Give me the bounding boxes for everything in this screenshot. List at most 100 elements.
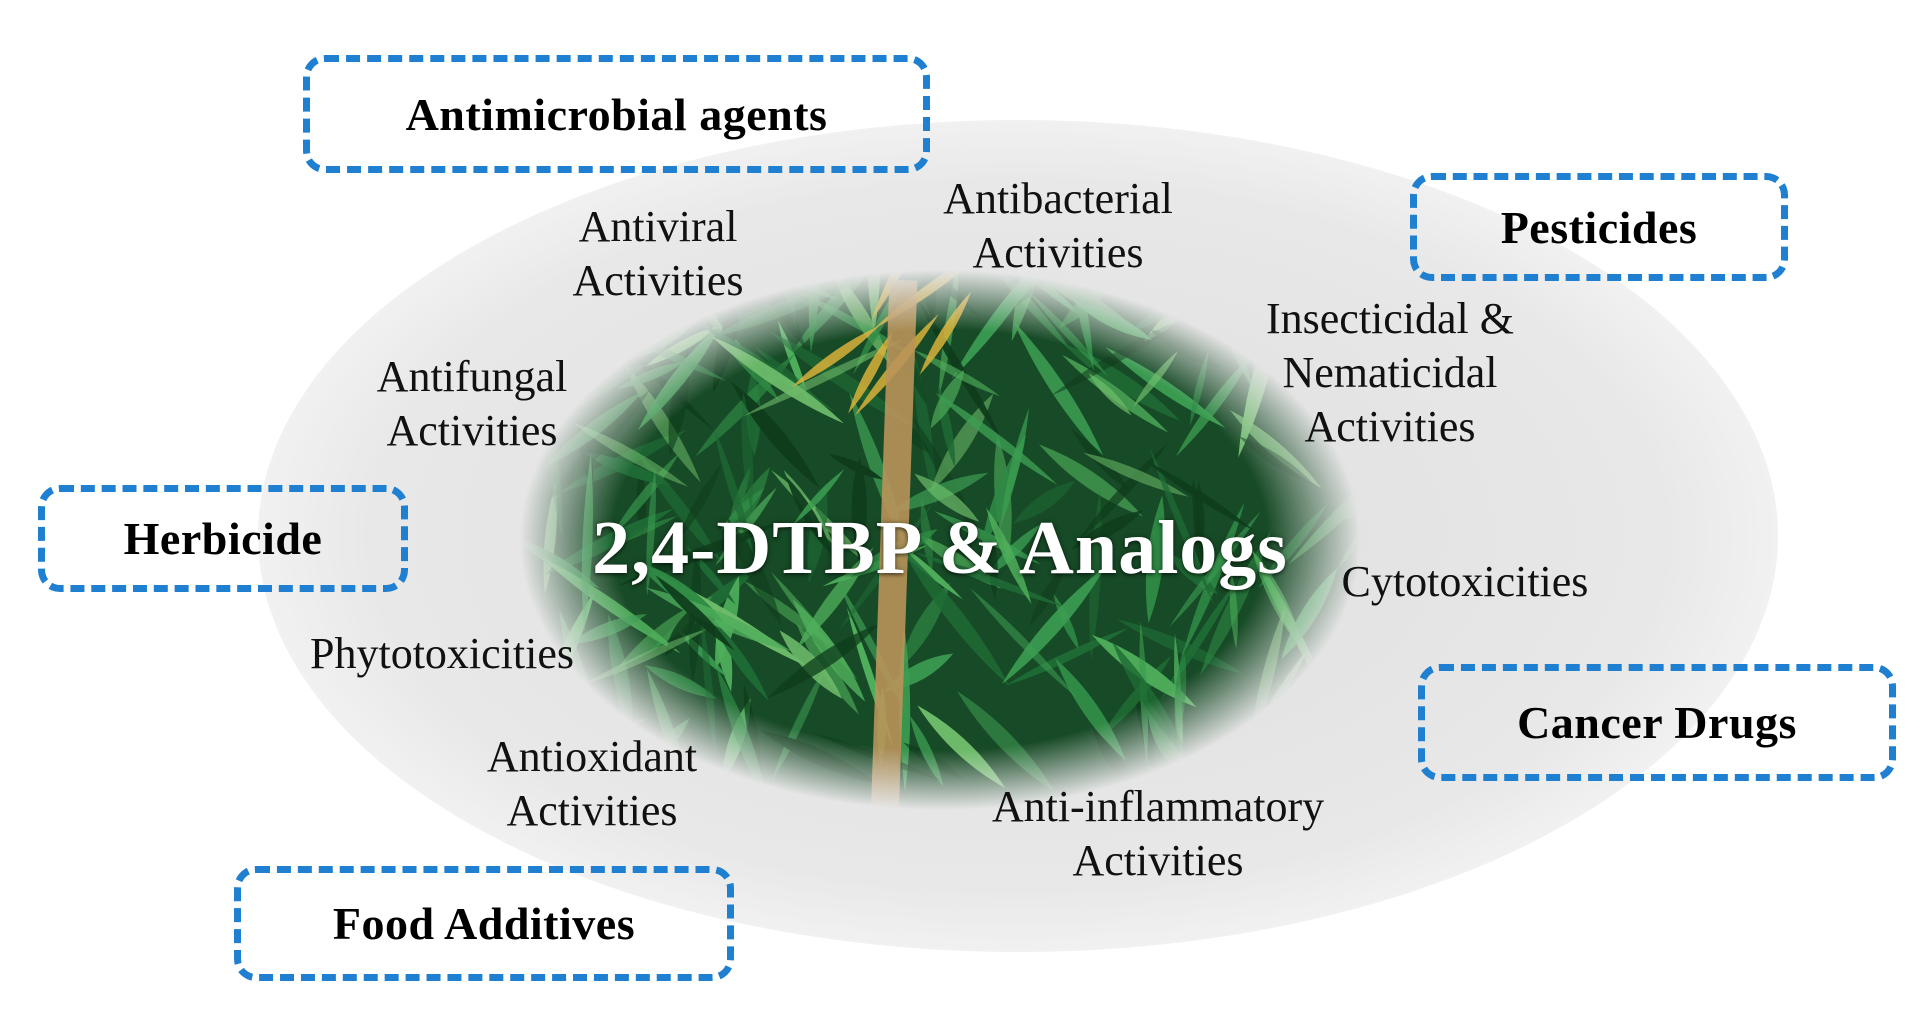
bamboo-leaf: [1258, 503, 1328, 589]
bamboo-leaf: [986, 507, 1032, 605]
antifungal-activities-label: Antifungal Activities: [376, 352, 568, 455]
bamboo-leaf: [1071, 510, 1144, 550]
bamboo-leaf: [544, 508, 674, 575]
bamboo-leaf: [713, 428, 753, 553]
bamboo-leaf: [1055, 658, 1126, 761]
bamboo-leaf: [808, 270, 821, 353]
pesticides-box: Pesticides: [1410, 173, 1788, 281]
food-additives-label: Food Additives: [332, 898, 636, 949]
bamboo-leaf: [769, 331, 915, 428]
bamboo-leaf: [795, 290, 911, 354]
bamboo-leaf: [1111, 641, 1192, 764]
bamboo-leaf: [608, 614, 633, 733]
bamboo-leaf: [793, 469, 845, 525]
bamboo-leaf: [917, 705, 1006, 789]
bamboo-leaf: [1250, 605, 1286, 748]
bamboo-leaf: [544, 391, 643, 467]
bamboo-leaf: [867, 270, 881, 335]
center-compound-title: 2,4-DTBP & Analogs: [592, 506, 1288, 590]
yellow-bamboo-leaf: [848, 331, 893, 414]
bamboo-leaf: [796, 623, 859, 715]
bamboo-leaf: [616, 361, 686, 390]
bamboo-leaf: [544, 389, 651, 503]
antimicrobial-agents-box: Antimicrobial agents: [303, 55, 930, 173]
bamboo-leaf: [1337, 456, 1360, 570]
bamboo-leaf: [934, 392, 1058, 486]
bamboo-leaf: [678, 464, 722, 540]
bamboo-leaf: [760, 730, 879, 785]
bamboo-leaf: [568, 614, 648, 645]
bamboo-leaf: [1288, 440, 1360, 565]
bamboo-leaf: [1145, 495, 1165, 624]
bamboo-leaf: [710, 335, 844, 424]
antiviral-activities-label: Antiviral Activities: [572, 202, 744, 305]
bamboo-leaf: [909, 715, 944, 787]
herbicide-box: Herbicide: [38, 485, 408, 592]
bamboo-leaf: [1092, 728, 1139, 798]
bamboo-leaf: [1073, 301, 1153, 340]
bamboo-leaf: [1174, 647, 1187, 741]
antioxidant-activities-label: Antioxidant Activities: [486, 732, 698, 835]
bamboo-stalk: [870, 279, 918, 810]
bamboo-leaf: [914, 473, 980, 522]
anti-inflammatory-activities-label: Anti-inflammatory Activities: [991, 782, 1325, 885]
bamboo-leaf: [829, 270, 892, 366]
bamboo-leaf: [572, 422, 689, 487]
antibacterial-activities-label: Antibacterial Activities: [943, 174, 1173, 277]
insecticidal-nematicidal-activities-label: Insecticidal & Nematicidal Activities: [1265, 294, 1515, 451]
bamboo-leaf: [956, 690, 1056, 793]
bamboo-leaf: [623, 362, 701, 483]
bamboo-leaf: [786, 476, 833, 556]
bamboo-leaf: [1028, 291, 1108, 377]
yellow-bamboo-leaf: [919, 291, 972, 375]
bamboo-leaf: [916, 296, 1004, 443]
bamboo-leaf: [743, 339, 904, 417]
antimicrobial-agents-label: Antimicrobial agents: [405, 88, 828, 140]
bamboo-leaf: [582, 627, 710, 686]
bamboo-leaf: [1051, 317, 1185, 396]
bamboo-leaf: [930, 393, 994, 492]
bamboo-leaf: [644, 665, 717, 699]
pesticides-label: Pesticides: [1500, 201, 1698, 253]
bamboo-leaf: [583, 452, 671, 485]
bamboo-leaf: [1238, 436, 1314, 485]
bamboo-leaf: [1333, 514, 1360, 604]
bamboo-leaf: [646, 466, 656, 597]
bamboo-leaf: [770, 663, 828, 783]
bamboo-leaf: [701, 618, 716, 756]
bamboo-leaf: [1189, 350, 1209, 426]
bamboo-leaf: [1117, 619, 1243, 674]
bamboo-leaf: [1005, 628, 1129, 686]
bamboo-leaf: [1176, 351, 1255, 457]
bamboo-leaf: [1144, 460, 1255, 531]
bamboo-leaf: [543, 482, 558, 595]
bamboo-foliage-image: [520, 270, 1360, 810]
bamboo-leaf: [1149, 329, 1221, 368]
bamboo-leaf: [1083, 452, 1189, 497]
bamboo-leaf: [1344, 485, 1360, 520]
phytotoxicities-label: Phytotoxicities: [310, 629, 574, 678]
bamboo-leaf: [711, 273, 870, 338]
yellow-bamboo-leaf: [871, 270, 934, 321]
bamboo-leaf: [581, 453, 593, 633]
cytotoxicities-label: Cytotoxicities: [1341, 557, 1589, 606]
bamboo-leaf: [901, 547, 1010, 687]
bamboo-leaf: [1149, 447, 1214, 605]
bamboo-leaf: [1229, 409, 1322, 489]
bamboo-leaf: [726, 516, 782, 625]
food-additives-box: Food Additives: [234, 866, 734, 981]
bamboo-leaf: [1088, 373, 1132, 416]
bamboo-leaf: [744, 270, 806, 349]
bamboo-leaf: [636, 451, 723, 564]
bamboo-leaf: [618, 521, 782, 586]
bamboo-leaf: [1013, 480, 1076, 524]
bamboo-leaf: [1169, 511, 1261, 627]
bamboo-leaf: [1001, 566, 1106, 685]
bamboo-leaf: [767, 623, 881, 699]
bamboo-leaf: [1229, 570, 1238, 649]
bamboo-leaf: [1077, 443, 1169, 542]
bamboo-leaf: [1132, 351, 1178, 408]
bamboo-leaf: [913, 350, 1000, 397]
yellow-bamboo-leaf: [791, 325, 880, 388]
